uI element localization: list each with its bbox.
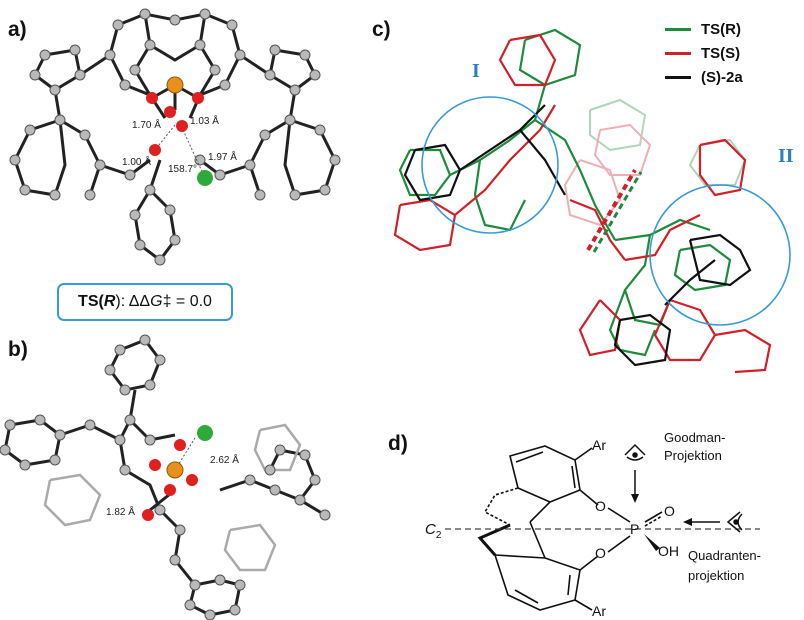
panel-label-b: b) xyxy=(8,338,28,361)
legend-label-ts-s: TS(S) xyxy=(701,44,741,62)
legend-label-ts-r: TS(R) xyxy=(701,20,741,38)
svg-text:158.7°: 158.7° xyxy=(168,164,197,175)
structure-atom-labels: Ar Ar O O P O OH xyxy=(592,437,679,619)
svg-text:1.97 Å: 1.97 Å xyxy=(208,150,237,163)
quadrant-eye-icon xyxy=(726,511,743,533)
quadrant-label: Quadranten- projektion xyxy=(688,548,761,583)
svg-text:Goodman-: Goodman- xyxy=(664,430,725,445)
quadrant-arrowhead xyxy=(683,518,692,526)
legend-label-s-2a: (S)-2a xyxy=(701,68,743,86)
svg-text:Quadranten-: Quadranten- xyxy=(688,548,761,563)
panel-c-overlay xyxy=(393,28,791,374)
svg-text:2.62 Å: 2.62 Å xyxy=(210,453,239,466)
panel-a-molecule: 1.70 Å 1.03 Å 1.00 Å 1.97 Å 158.7° xyxy=(9,8,341,266)
svg-text:Projektion: Projektion xyxy=(664,448,722,463)
overlay-axis-green xyxy=(592,171,643,253)
overlay-faded-structures xyxy=(563,98,747,227)
svg-text:1.00 Å: 1.00 Å xyxy=(122,155,151,168)
legend-swatch-ts-r xyxy=(665,27,691,31)
distance-labels-a: 1.70 Å 1.03 Å 1.00 Å 1.97 Å 158.7° xyxy=(122,114,237,175)
legend-item-ts-s: TS(S) xyxy=(665,42,795,64)
distance-labels-b: 2.62 Å 1.82 Å xyxy=(106,453,239,518)
overlay-axis-red xyxy=(586,168,637,252)
svg-text:O: O xyxy=(595,498,606,514)
region-circle-I xyxy=(421,96,559,234)
overlay-s-2a xyxy=(403,104,752,367)
svg-text:O: O xyxy=(664,503,675,519)
legend-item-ts-r: TS(R) xyxy=(665,18,795,40)
panel-b-molecule: 2.62 Å 1.82 Å xyxy=(0,334,331,620)
panel-d-structure: Ar Ar O O P O OH C2 Goodman- Projektion … xyxy=(425,430,761,619)
goodman-eye-icon xyxy=(624,443,646,461)
panel-label-d: d) xyxy=(388,432,408,455)
svg-text:projektion: projektion xyxy=(688,568,744,583)
svg-text:P: P xyxy=(630,521,639,537)
molecule-b-back-bonds xyxy=(43,423,302,572)
svg-text:1.03 Å: 1.03 Å xyxy=(190,114,219,127)
molecule-b-carbons xyxy=(0,334,331,620)
svg-text:Ar: Ar xyxy=(592,437,606,453)
legend: TS(R) TS(S) (S)-2a xyxy=(665,18,795,90)
overlay-ts-s xyxy=(393,33,772,374)
region-label-I: I xyxy=(472,60,480,82)
svg-text:OH: OH xyxy=(658,543,679,559)
svg-text:O: O xyxy=(595,545,606,561)
svg-text:1.82 Å: 1.82 Å xyxy=(106,505,135,518)
panel-label-c: c) xyxy=(372,18,391,41)
p-oh-wedge xyxy=(644,534,660,551)
region-circle-II xyxy=(649,184,791,326)
svg-text:Ar: Ar xyxy=(592,603,606,619)
phosphate-core-b xyxy=(142,425,213,521)
legend-item-s-2a: (S)-2a xyxy=(665,66,795,88)
panel-label-a: a) xyxy=(8,18,27,41)
goodman-label: Goodman- Projektion xyxy=(664,430,725,463)
c2-axis-label: C2 xyxy=(425,521,442,541)
legend-swatch-ts-s xyxy=(665,51,691,55)
molecule-a-carbons xyxy=(9,8,341,266)
goodman-arrowhead xyxy=(631,494,639,503)
svg-text:1.70 Å: 1.70 Å xyxy=(132,118,161,131)
region-label-II: II xyxy=(778,145,794,167)
molecule-a-bonds xyxy=(13,12,337,263)
legend-swatch-s-2a xyxy=(665,75,691,79)
molecule-b-bonds xyxy=(3,338,326,617)
phosphate-core-a xyxy=(146,76,213,186)
